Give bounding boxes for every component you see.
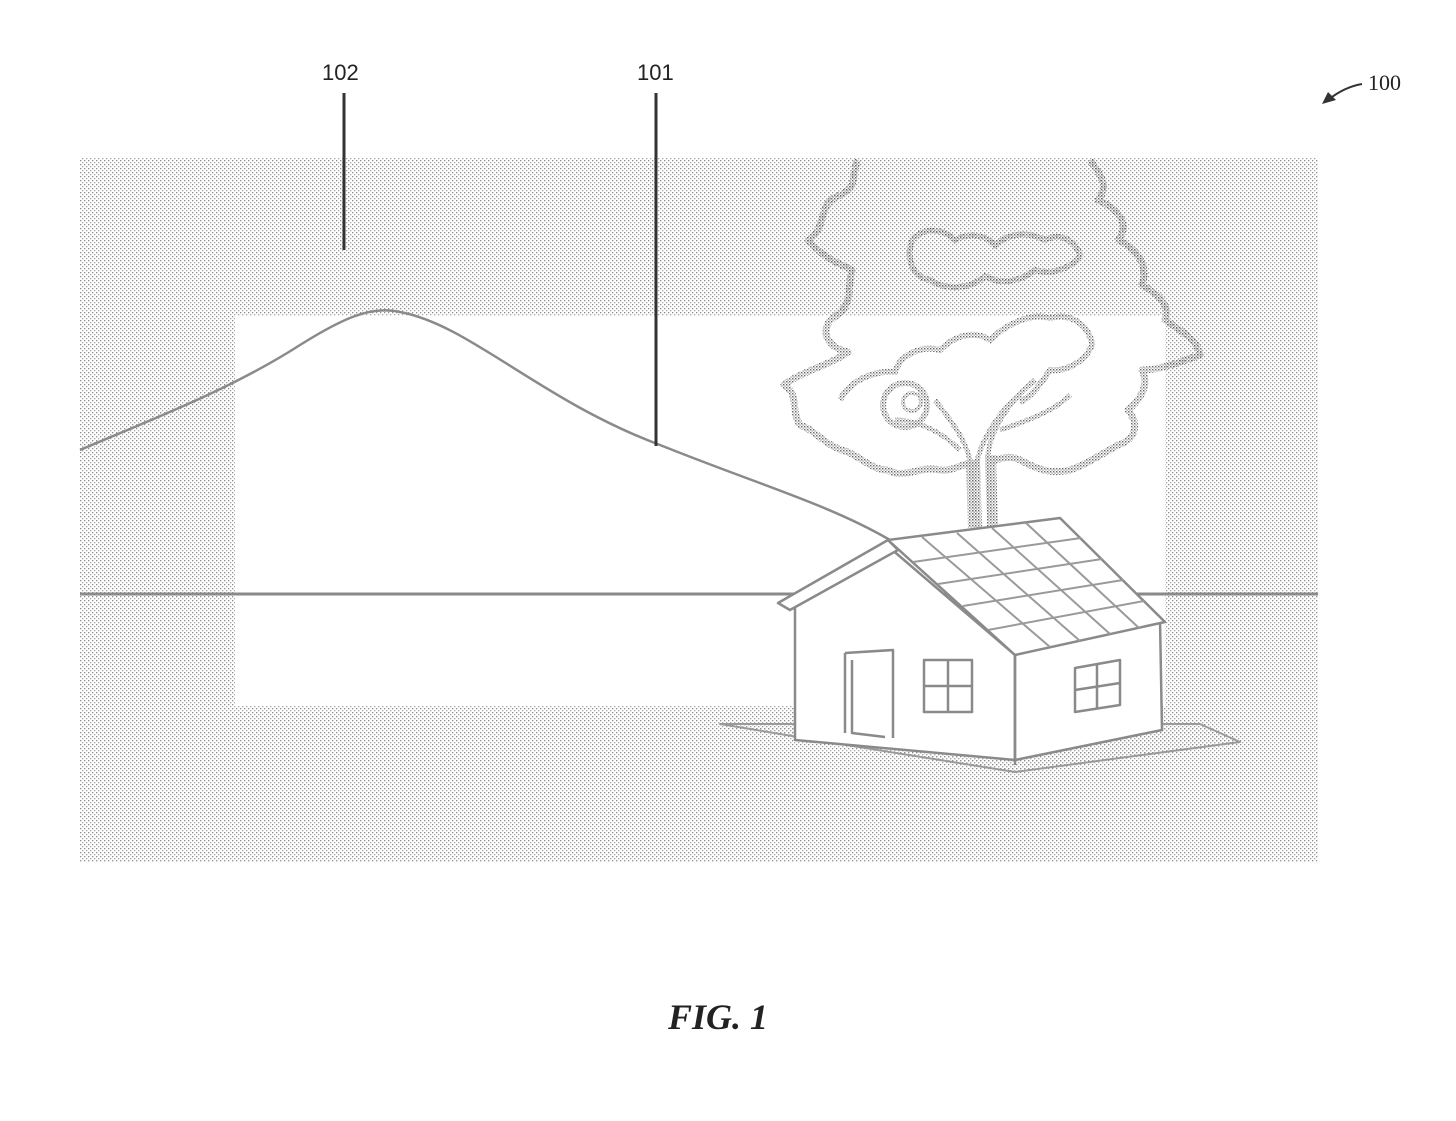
stippled-panel: [80, 158, 1318, 862]
figure-caption: FIG. 1: [667, 997, 769, 1037]
reference-label-102: 102: [322, 60, 359, 85]
hill-outline: [79, 309, 891, 542]
solar-panel-grid: [912, 522, 1145, 648]
figure-ref-arrow: [1322, 83, 1363, 104]
house-icon: [719, 516, 1241, 773]
tree-icon: [780, 158, 1204, 528]
reference-label-100: 100: [1368, 70, 1401, 95]
reference-label-101: 101: [637, 60, 674, 85]
